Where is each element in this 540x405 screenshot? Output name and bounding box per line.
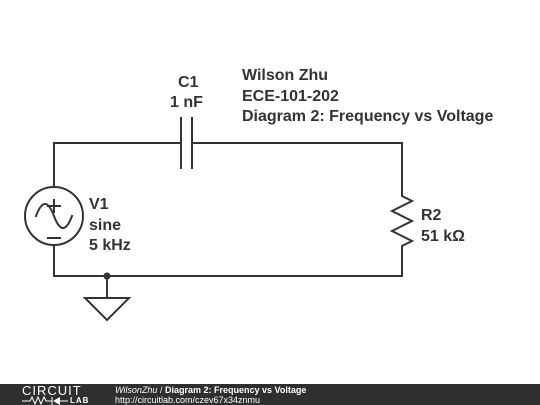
c1-name: C1 bbox=[178, 74, 199, 91]
top-right-wire bbox=[191, 142, 403, 192]
r2-name: R2 bbox=[421, 207, 442, 224]
logo-bottom-row: LAB bbox=[22, 396, 96, 405]
sine-wave-icon bbox=[34, 203, 74, 229]
footer-bar: CIRCUIT LAB WilsonZhu / Diagram 2: Frequ… bbox=[0, 384, 540, 405]
footer-username[interactable]: WilsonZhu bbox=[115, 385, 158, 395]
footer-separator: / bbox=[159, 385, 163, 395]
voltage-source-v1 bbox=[24, 186, 84, 246]
bottom-right-wire bbox=[53, 244, 403, 277]
diagram-title: Diagram 2: Frequency vs Voltage bbox=[242, 108, 493, 125]
r2-value: 51 kΩ bbox=[421, 228, 465, 245]
v1-value: 5 kHz bbox=[89, 237, 131, 254]
capacitor-c1 bbox=[180, 117, 193, 169]
logo-text-bottom: LAB bbox=[70, 396, 90, 405]
resistor-logo-icon bbox=[22, 396, 68, 405]
source-circle bbox=[24, 186, 84, 246]
v1-name: V1 bbox=[89, 196, 109, 213]
logo-text-top: CIRCUIT bbox=[22, 383, 82, 398]
ground-symbol bbox=[82, 297, 132, 322]
course-code: ECE-101-202 bbox=[242, 88, 339, 105]
footer-caption: WilsonZhu / Diagram 2: Frequency vs Volt… bbox=[115, 385, 306, 395]
footer-title: Diagram 2: Frequency vs Voltage bbox=[164, 385, 307, 395]
c1-value: 1 nF bbox=[170, 94, 203, 111]
author-name: Wilson Zhu bbox=[242, 67, 328, 84]
resistor-r2 bbox=[389, 190, 415, 252]
top-left-wire bbox=[53, 142, 182, 188]
junction-dot bbox=[103, 272, 111, 280]
circuitlab-logo[interactable]: CIRCUIT LAB bbox=[22, 384, 96, 405]
v1-type: sine bbox=[89, 217, 121, 234]
footer-url-link[interactable]: http://circuitlab.com/czev67x34znmu bbox=[115, 395, 261, 405]
wires bbox=[53, 142, 403, 299]
